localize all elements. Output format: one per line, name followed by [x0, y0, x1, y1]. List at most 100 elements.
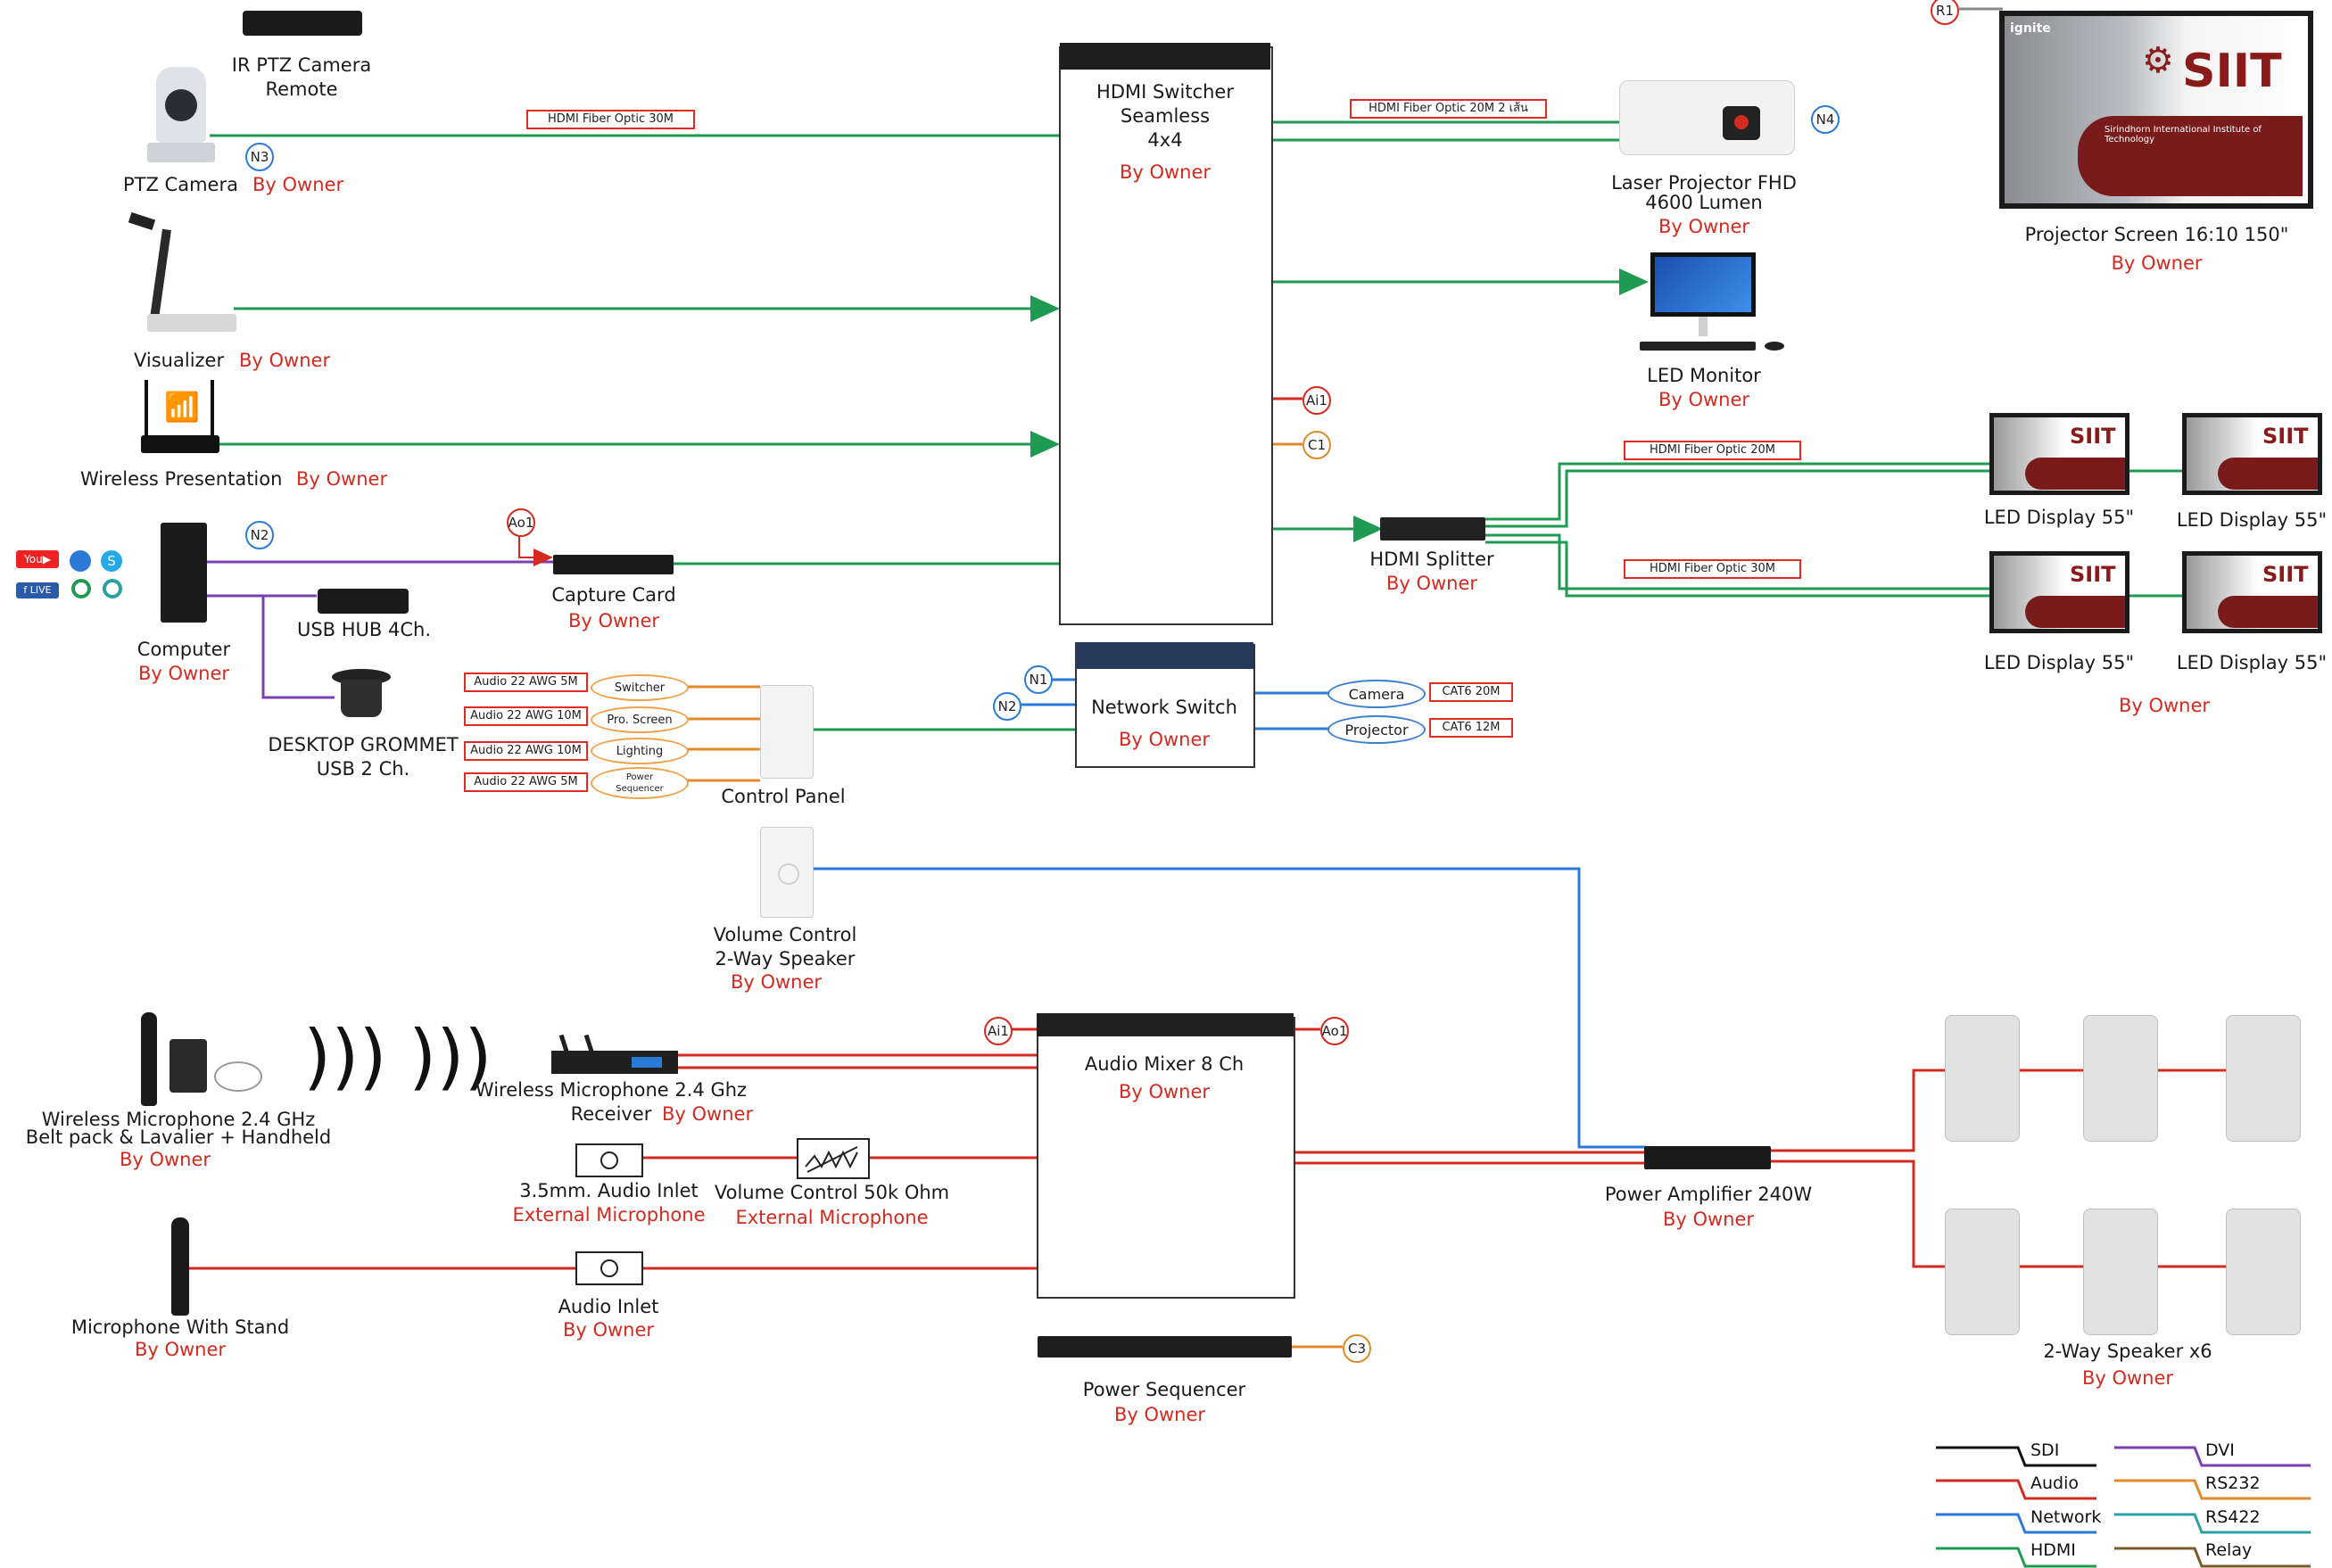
- owner-mic-stand: By Owner: [91, 1338, 269, 1362]
- tag-cat6-20m: CAT6 20M: [1429, 682, 1513, 702]
- computer-graphic: [161, 523, 207, 623]
- label-led-display-3: LED Display 55": [1970, 651, 2148, 675]
- speaker-4-graphic: [1945, 1209, 2020, 1335]
- node-ai1-switcher: Ai1: [1302, 386, 1331, 415]
- ext-mic-2: External Microphone: [709, 1206, 955, 1230]
- label-led-display-2: LED Display 55": [2162, 508, 2332, 532]
- label-ptz-camera: PTZ Camera: [123, 173, 238, 197]
- wireless-mic-graphic: [134, 1012, 268, 1106]
- screen-brand: ignite: [2010, 21, 2051, 36]
- label-speakers: 2-Way Speaker x6: [2025, 1340, 2230, 1364]
- gear-icon: ⚙: [2142, 43, 2174, 78]
- label-projector-screen: Projector Screen 16:10 150": [1998, 223, 2315, 247]
- owner-hdmi-switcher: By Owner: [1060, 161, 1270, 185]
- wire-ao1-capture: [519, 533, 551, 557]
- legend-sdi: SDI: [2030, 1440, 2059, 1460]
- hdmi-splitter-graphic: [1380, 517, 1485, 541]
- label-power-sequencer: Power Sequencer: [1053, 1378, 1276, 1402]
- ir-remote-graphic: [243, 11, 362, 36]
- volume-control-graphic: [760, 827, 814, 918]
- led-display-4-graphic: SIIT: [2182, 551, 2322, 633]
- visualizer-graphic: [129, 216, 241, 336]
- node-n4: N4: [1811, 105, 1840, 134]
- owner-power-sequencer: By Owner: [1071, 1403, 1249, 1427]
- owner-network-switch: By Owner: [1075, 728, 1253, 752]
- owner-led-displays: By Owner: [2075, 694, 2253, 718]
- sound-wave-icon: ))): [303, 1012, 387, 1102]
- speaker-2-graphic: [2083, 1015, 2158, 1142]
- speaker-1-graphic: [1945, 1015, 2020, 1142]
- label-ptz-remote: IR PTZ Camera Remote: [203, 54, 400, 102]
- tag-hdmi-fiber-20m-display: HDMI Fiber Optic 20M: [1624, 441, 1801, 460]
- label-power-amp: Power Amplifier 240W: [1588, 1183, 1829, 1207]
- tag-audio-10m-b: Audio 22 AWG 10M: [464, 741, 588, 761]
- owner-speakers: By Owner: [2025, 1366, 2230, 1391]
- led-monitor-graphic: [1650, 252, 1756, 359]
- owner-wireless-presentation: By Owner: [296, 467, 387, 491]
- audio-mixer-graphic: [1037, 1013, 1294, 1036]
- owner-volume-control: By Owner: [687, 970, 865, 994]
- owner-ptz-camera: By Owner: [252, 173, 343, 197]
- wireless-presentation-graphic: 📶: [141, 376, 219, 457]
- ctrl-switcher: Switcher: [591, 674, 689, 701]
- led-display-1-graphic: SIIT: [1989, 413, 2129, 495]
- owner-computer: By Owner: [112, 662, 255, 686]
- legend-audio: Audio: [2030, 1473, 2079, 1493]
- teams-icon: [103, 579, 122, 598]
- legend-relay: Relay: [2205, 1540, 2252, 1560]
- streaming-icons: You▶ S f LIVE: [16, 550, 128, 604]
- label-capture-card: Capture Card: [525, 583, 703, 607]
- owner-led-monitor: By Owner: [1615, 388, 1793, 412]
- screen-logo: SIIT: [2182, 48, 2282, 95]
- owner-audio-inlet: By Owner: [519, 1318, 698, 1342]
- owner-visualizer: By Owner: [239, 349, 330, 373]
- owner-capture-card: By Owner: [525, 609, 703, 633]
- usb-hub-graphic: [318, 589, 409, 614]
- label-visualizer: Visualizer: [134, 349, 224, 373]
- speaker-3-graphic: [2226, 1015, 2301, 1142]
- wifi-icon: 📶: [164, 392, 196, 421]
- label-volume-control: Volume Control 2-Way Speaker: [687, 923, 883, 971]
- legend-rs232: RS232: [2205, 1473, 2261, 1493]
- power-amp-graphic: [1644, 1146, 1771, 1169]
- audio-inlet-graphic: [575, 1251, 643, 1285]
- power-sequencer-graphic: [1038, 1336, 1292, 1358]
- net-camera: Camera: [1327, 680, 1426, 708]
- ctrl-power-sequencer: Power Sequencer: [591, 767, 689, 799]
- label-computer: Computer: [112, 638, 255, 662]
- tag-hdmi-fiber-30m-display: HDMI Fiber Optic 30M: [1624, 559, 1801, 579]
- facebook-live-icon: f LIVE: [16, 582, 59, 598]
- led-display-2-graphic: SIIT: [2182, 413, 2322, 495]
- node-n2-computer: N2: [245, 521, 274, 549]
- node-n3: N3: [245, 143, 274, 171]
- node-n1: N1: [1024, 665, 1053, 694]
- network-switch-graphic: [1075, 642, 1253, 669]
- grommet-graphic: [332, 669, 391, 721]
- label-led-display-4: LED Display 55": [2162, 651, 2332, 675]
- node-c3: C3: [1343, 1334, 1371, 1363]
- skype-icon: S: [101, 550, 122, 572]
- label-hdmi-splitter: HDMI Splitter: [1338, 548, 1526, 572]
- volume-50k-graphic: [797, 1138, 870, 1179]
- ctrl-pro-screen: Pro. Screen: [591, 706, 689, 733]
- projector-graphic: [1619, 80, 1795, 155]
- tag-hdmi-fiber-30m-ptz: HDMI Fiber Optic 30M: [526, 110, 695, 129]
- screen-inst: Sirindhorn International Institute of Te…: [2105, 125, 2313, 144]
- tag-audio-5m-b: Audio 22 AWG 5M: [464, 772, 588, 792]
- ext-mic-1: External Microphone: [509, 1203, 709, 1227]
- volume-50k-icon: [798, 1140, 868, 1177]
- legend-hdmi: HDMI: [2030, 1540, 2076, 1560]
- youtube-icon: You▶: [16, 550, 59, 568]
- label-control-panel: Control Panel: [694, 785, 872, 809]
- label-grommet: DESKTOP GROMMET USB 2 Ch.: [260, 733, 466, 781]
- ctrl-lighting: Lighting: [591, 738, 689, 764]
- label-audio-inlet-35: 3.5mm. Audio Inlet: [509, 1179, 709, 1203]
- mic-stand-graphic: [171, 1217, 189, 1316]
- label-led-display-1: LED Display 55": [1970, 506, 2148, 530]
- tag-hdmi-fiber-20m-projector: HDMI Fiber Optic 20M 2 เส้น: [1350, 99, 1547, 119]
- wireless-receiver-graphic: [551, 1035, 678, 1076]
- speaker-6-graphic: [2226, 1209, 2301, 1335]
- node-n2-switch: N2: [993, 692, 1021, 721]
- meet-icon: [71, 579, 91, 598]
